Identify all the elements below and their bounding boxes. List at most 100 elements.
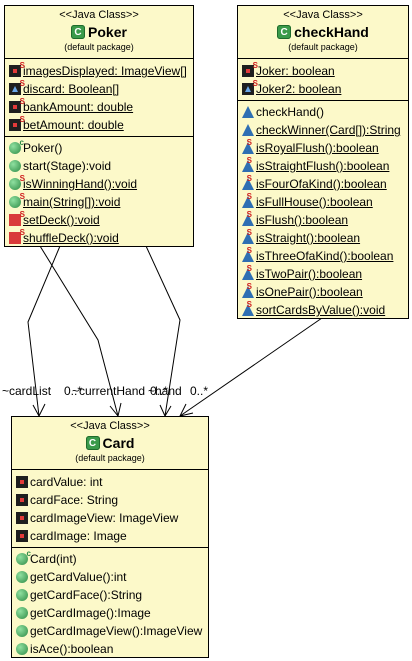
association-hand-line bbox=[145, 245, 181, 417]
private-static-field-icon: S bbox=[9, 116, 25, 131]
field-row[interactable]: cardFace: String bbox=[12, 491, 208, 509]
default-static-method-icon: S bbox=[242, 301, 254, 316]
public-method-icon bbox=[16, 643, 28, 655]
class-icon: C bbox=[71, 25, 86, 39]
static-method-icon: S bbox=[9, 175, 25, 190]
field-row[interactable]: cardImage: Image bbox=[12, 527, 208, 545]
class-name: checkHand bbox=[294, 24, 369, 40]
class-stereotype: <<Java Class>> bbox=[283, 9, 363, 21]
public-method-icon bbox=[16, 607, 28, 619]
default-static-method-icon: S bbox=[242, 175, 254, 190]
field-row[interactable]: S discard: Boolean[] bbox=[5, 80, 193, 98]
class-name: Card bbox=[102, 435, 135, 451]
default-static-method-icon: S bbox=[242, 157, 254, 172]
method-row[interactable]: getCardValue():int bbox=[12, 568, 208, 586]
method-row[interactable]: getCardImageView():ImageView bbox=[12, 622, 208, 640]
class-icon: C bbox=[85, 436, 100, 450]
field-row[interactable]: S betAmount: double bbox=[5, 116, 193, 134]
fields-compartment: S Joker: boolean S Joker2: boolean bbox=[238, 58, 408, 100]
private-field-icon bbox=[16, 476, 28, 488]
default-static-method-icon: S bbox=[242, 193, 254, 208]
method-row[interactable]: S sortCardsByValue():void bbox=[238, 301, 408, 319]
class-card[interactable]: <<Java Class>> C Card (default package) … bbox=[11, 416, 209, 658]
default-method-icon bbox=[242, 106, 254, 118]
method-row[interactable]: S shuffleDeck():void bbox=[5, 229, 193, 247]
cardlist-role-label: ~cardList bbox=[2, 384, 52, 398]
constructor-icon: c bbox=[9, 139, 24, 154]
field-row[interactable]: S imagesDisplayed: ImageView[] bbox=[5, 62, 193, 80]
fields-compartment: S imagesDisplayed: ImageView[] S discard… bbox=[5, 58, 193, 136]
field-row[interactable]: S Joker2: boolean bbox=[238, 80, 408, 98]
public-method-icon bbox=[9, 160, 21, 172]
cardlist-multiplicity-label: 0..* bbox=[64, 384, 83, 398]
static-method-icon: S bbox=[9, 193, 25, 208]
method-row[interactable]: S isOnePair():boolean bbox=[238, 283, 408, 301]
method-row[interactable]: c Poker() bbox=[5, 139, 193, 157]
method-row[interactable]: checkHand() bbox=[238, 103, 408, 121]
default-static-method-icon: S bbox=[242, 211, 254, 226]
class-poker[interactable]: <<Java Class>> C Poker (default package)… bbox=[4, 5, 194, 247]
fields-compartment: cardValue: int cardFace: String cardImag… bbox=[12, 469, 208, 547]
field-row[interactable]: cardImageView: ImageView bbox=[12, 509, 208, 527]
default-static-method-icon: S bbox=[242, 265, 254, 280]
method-row[interactable]: S setDeck():void bbox=[5, 211, 193, 229]
currenthand-multiplicity-label: 0..* bbox=[150, 384, 169, 398]
private-field-icon bbox=[16, 530, 28, 542]
class-stereotype: <<Java Class>> bbox=[59, 9, 139, 21]
private-static-field-icon: S bbox=[9, 62, 25, 77]
method-row[interactable]: S isWinningHand():void bbox=[5, 175, 193, 193]
association-cardlist-line bbox=[27, 245, 61, 417]
methods-compartment: checkHand() checkWinner(Card[]):String S… bbox=[238, 100, 408, 321]
method-row[interactable]: S isStraightFlush():boolean bbox=[238, 157, 408, 175]
method-row[interactable]: S isRoyalFlush():boolean bbox=[238, 139, 408, 157]
field-row[interactable]: S Joker: boolean bbox=[238, 62, 408, 80]
method-row[interactable]: isAce():boolean bbox=[12, 640, 208, 658]
default-method-icon bbox=[242, 124, 254, 136]
method-row[interactable]: S isThreeOfaKind():boolean bbox=[238, 247, 408, 265]
private-static-method-icon: S bbox=[9, 229, 25, 244]
private-static-field-icon: S bbox=[9, 98, 25, 113]
default-static-method-icon: S bbox=[242, 229, 254, 244]
method-row[interactable]: c Card(int) bbox=[12, 550, 208, 568]
method-row[interactable]: S main(String[]):void bbox=[5, 193, 193, 211]
static-field-icon: S bbox=[9, 80, 25, 95]
hand-multiplicity-label: 0..* bbox=[190, 384, 209, 398]
method-row[interactable]: S isFullHouse():boolean bbox=[238, 193, 408, 211]
private-field-icon bbox=[16, 494, 28, 506]
class-header: <<Java Class>> C checkHand (default pack… bbox=[238, 6, 408, 58]
association-checkhand-line bbox=[179, 317, 323, 417]
method-row[interactable]: checkWinner(Card[]):String bbox=[238, 121, 408, 139]
field-row[interactable]: cardValue: int bbox=[12, 473, 208, 491]
field-row[interactable]: S bankAmount: double bbox=[5, 98, 193, 116]
hand-role-label: ~hand bbox=[148, 384, 182, 398]
class-header: <<Java Class>> C Card (default package) bbox=[12, 417, 208, 469]
method-row[interactable]: getCardFace():String bbox=[12, 586, 208, 604]
class-header: <<Java Class>> C Poker (default package) bbox=[5, 6, 193, 58]
private-field-icon bbox=[16, 512, 28, 524]
method-row[interactable]: S isFourOfaKind():boolean bbox=[238, 175, 408, 193]
currenthand-role-label: ~currentHand bbox=[72, 384, 146, 398]
method-row[interactable]: S isTwoPair():boolean bbox=[238, 265, 408, 283]
private-static-field-icon: S bbox=[242, 62, 258, 77]
public-method-icon bbox=[16, 625, 28, 637]
public-method-icon bbox=[16, 589, 28, 601]
class-package: (default package) bbox=[75, 453, 145, 463]
default-static-method-icon: S bbox=[242, 139, 254, 154]
class-icon: C bbox=[277, 25, 292, 39]
class-package: (default package) bbox=[288, 42, 358, 52]
default-static-method-icon: S bbox=[242, 247, 254, 262]
static-field-icon: S bbox=[242, 80, 258, 95]
methods-compartment: c Card(int) getCardValue():int getCardFa… bbox=[12, 547, 208, 660]
constructor-icon: c bbox=[16, 550, 31, 565]
method-row[interactable]: S isStraight():boolean bbox=[238, 229, 408, 247]
class-name: Poker bbox=[88, 24, 127, 40]
method-row[interactable]: start(Stage):void bbox=[5, 157, 193, 175]
association-currenthand-line bbox=[39, 245, 119, 417]
class-checkhand[interactable]: <<Java Class>> C checkHand (default pack… bbox=[237, 5, 409, 319]
method-row[interactable]: S isFlush():boolean bbox=[238, 211, 408, 229]
class-package: (default package) bbox=[64, 42, 134, 52]
methods-compartment: c Poker() start(Stage):void S isWinningH… bbox=[5, 136, 193, 249]
public-method-icon bbox=[16, 571, 28, 583]
method-row[interactable]: getCardImage():Image bbox=[12, 604, 208, 622]
